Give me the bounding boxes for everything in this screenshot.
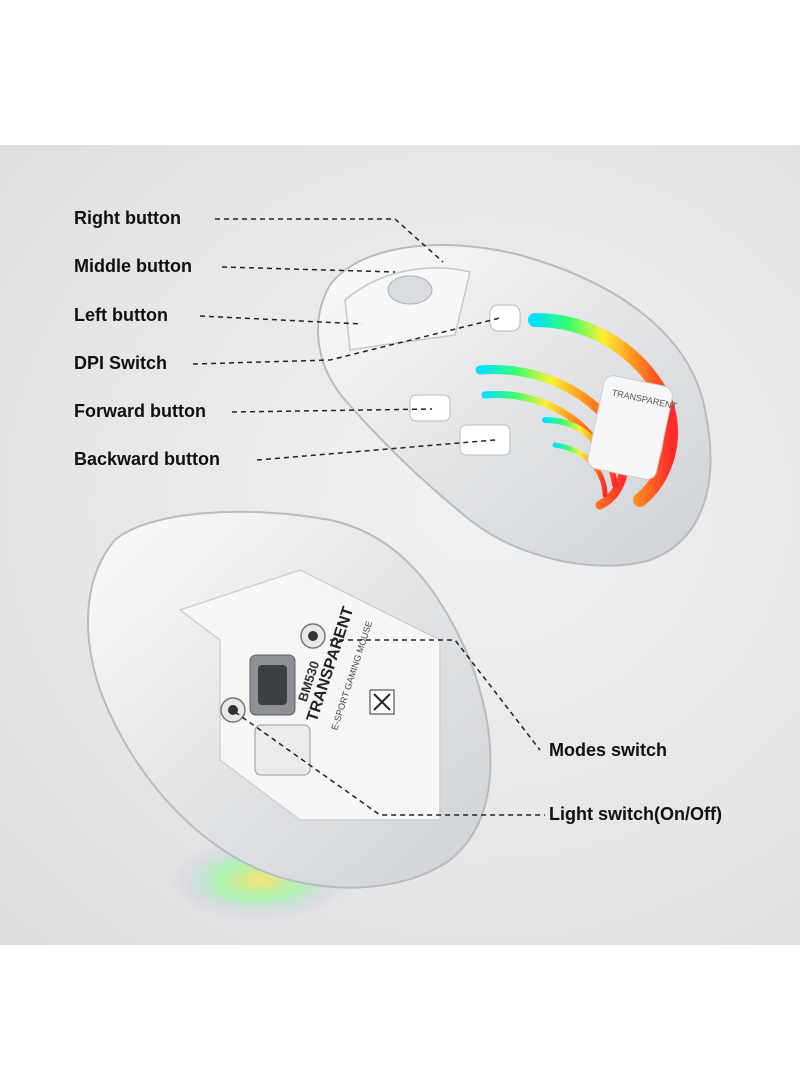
leader-lines <box>192 218 545 816</box>
label-dpi-switch: DPI Switch <box>74 353 168 373</box>
label-left-button: Left button <box>74 305 168 325</box>
label-right-button: Right button <box>74 208 181 228</box>
mouse-bottom-view: BM530 TRANSPARENT E-SPORT GAMING MOUSE <box>87 510 492 920</box>
label-backward-button: Backward button <box>74 449 221 469</box>
label-modes-switch: Modes switch <box>549 740 668 760</box>
mouse-top-view: TRANSPARENT <box>317 244 712 567</box>
label-light-switch: Light switch(On/Off) <box>549 804 722 824</box>
label-middle-button: Middle button <box>74 256 192 276</box>
label-forward-button: Forward button <box>74 401 206 421</box>
